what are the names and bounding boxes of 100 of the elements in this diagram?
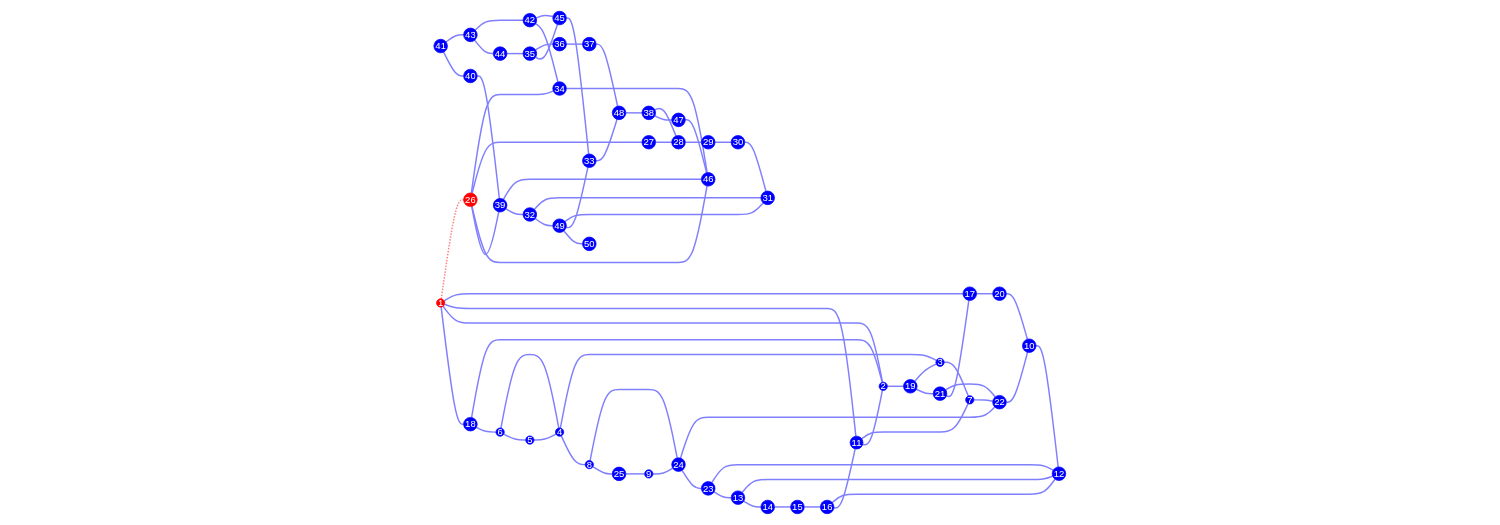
connector bbox=[440, 306, 465, 425]
node-circle: 42 bbox=[522, 13, 538, 28]
connector bbox=[565, 87, 709, 174]
connector bbox=[560, 435, 587, 466]
node-circle: 9 bbox=[644, 469, 654, 479]
node-circle: 50 bbox=[582, 236, 597, 251]
node-circle: 19 bbox=[903, 379, 918, 394]
connector bbox=[652, 467, 674, 475]
node-circle: 45 bbox=[552, 10, 567, 26]
connector bbox=[713, 491, 733, 499]
connector bbox=[535, 23, 559, 60]
node-circle: 23 bbox=[701, 481, 716, 496]
connector bbox=[595, 118, 618, 162]
connector bbox=[533, 433, 557, 441]
connector bbox=[475, 426, 497, 433]
connector bbox=[592, 466, 614, 475]
node-circle: 39 bbox=[493, 198, 508, 213]
node-circle: 15 bbox=[790, 499, 805, 515]
connector bbox=[471, 338, 884, 419]
node-circle: 30 bbox=[731, 135, 746, 150]
connector bbox=[471, 185, 708, 264]
connector bbox=[500, 353, 560, 429]
connector bbox=[440, 199, 465, 300]
node-circle: 27 bbox=[641, 135, 657, 150]
connector bbox=[681, 469, 703, 490]
node-circle: 25 bbox=[612, 466, 627, 482]
node-circle: 38 bbox=[641, 105, 657, 120]
node-circle: 34 bbox=[552, 81, 567, 96]
node-circle: 48 bbox=[612, 105, 627, 120]
connector bbox=[973, 399, 994, 402]
connector bbox=[914, 363, 938, 382]
connector bbox=[744, 141, 767, 193]
connector bbox=[625, 473, 646, 475]
node-circle: 41 bbox=[433, 38, 448, 54]
connector bbox=[803, 506, 822, 508]
node-circle: 33 bbox=[582, 153, 597, 168]
connector bbox=[595, 43, 619, 107]
node-circle: 29 bbox=[701, 135, 716, 150]
node-circle: 46 bbox=[701, 172, 716, 187]
connector bbox=[474, 39, 495, 55]
node-circle: 3 bbox=[935, 357, 945, 367]
connector bbox=[534, 217, 554, 227]
connector bbox=[443, 51, 465, 77]
node-circle: 17 bbox=[962, 286, 978, 301]
node-circle: 31 bbox=[760, 190, 775, 205]
connector bbox=[564, 202, 765, 223]
connector bbox=[831, 478, 1056, 504]
node-circle: 10 bbox=[1022, 338, 1037, 353]
connector bbox=[470, 90, 555, 194]
node-circle: 20 bbox=[992, 286, 1007, 301]
node-circle: 7 bbox=[965, 395, 975, 405]
connector bbox=[945, 299, 970, 398]
node-circle: 37 bbox=[582, 36, 597, 52]
node-circle: 47 bbox=[671, 112, 686, 127]
connector bbox=[711, 464, 1055, 484]
connector bbox=[1005, 351, 1029, 403]
connector bbox=[445, 34, 465, 43]
node-circle: 14 bbox=[760, 499, 775, 515]
connector bbox=[442, 305, 884, 383]
connector bbox=[565, 43, 584, 45]
connector bbox=[563, 230, 584, 245]
node-circle: 36 bbox=[552, 36, 567, 52]
node-circle: 44 bbox=[493, 46, 508, 61]
node-circle: 35 bbox=[522, 46, 538, 61]
node-circle: 28 bbox=[671, 135, 686, 150]
connector bbox=[1035, 345, 1060, 468]
node-circle: 2 bbox=[878, 381, 888, 391]
connector bbox=[443, 292, 964, 302]
connector bbox=[862, 389, 884, 446]
connector bbox=[773, 506, 792, 508]
connector bbox=[535, 43, 554, 51]
connector bbox=[861, 402, 969, 440]
connector bbox=[679, 406, 996, 459]
node-circle: 13 bbox=[731, 490, 746, 505]
connector bbox=[474, 19, 524, 31]
node-circle: 8 bbox=[585, 460, 594, 470]
connector bbox=[505, 208, 524, 216]
connector bbox=[741, 475, 1054, 494]
connector bbox=[503, 433, 527, 441]
connector bbox=[1005, 292, 1029, 340]
connector bbox=[471, 141, 643, 194]
node-circle: 6 bbox=[495, 427, 505, 437]
node-circle: 26 bbox=[463, 192, 478, 207]
node-circle: 18 bbox=[463, 417, 478, 432]
connector bbox=[476, 75, 501, 200]
connector bbox=[743, 500, 762, 508]
node-circle: 16 bbox=[820, 499, 835, 515]
connector bbox=[502, 178, 703, 201]
connector bbox=[833, 448, 857, 509]
node-circle: 21 bbox=[933, 386, 948, 401]
connector bbox=[943, 361, 970, 397]
connector bbox=[625, 112, 643, 114]
connector bbox=[589, 388, 679, 462]
node-circle: 32 bbox=[522, 207, 538, 222]
connector bbox=[471, 205, 500, 256]
node-circle: 43 bbox=[463, 27, 478, 42]
connector bbox=[535, 23, 559, 83]
node-circle: 1 bbox=[436, 298, 446, 308]
node-circle: 12 bbox=[1052, 466, 1067, 481]
node-circle: 11 bbox=[849, 435, 864, 450]
